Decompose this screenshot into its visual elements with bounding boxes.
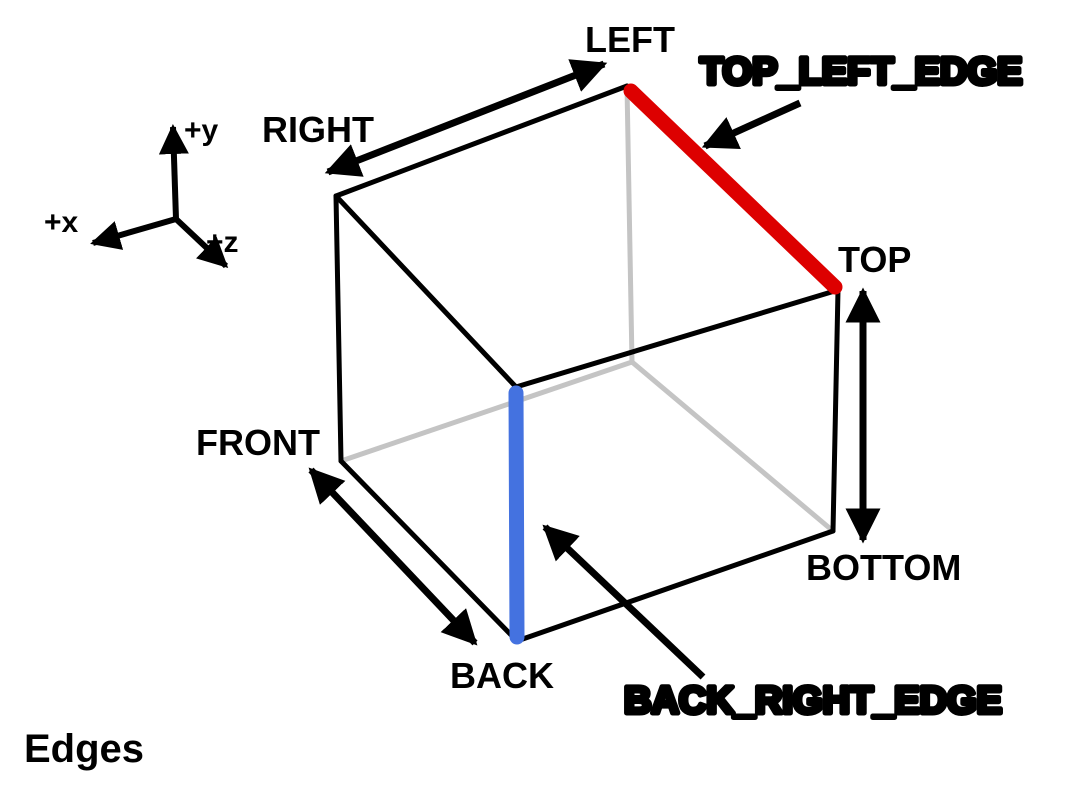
z-axis-arrow <box>173 216 229 269</box>
face-label-bottom: BOTTOM <box>806 547 961 588</box>
y-axis-arrow <box>158 124 189 220</box>
top-left-edge-pointer-arrow <box>701 99 802 150</box>
cube-edge-bottom-front-right <box>514 528 836 644</box>
hidden-edge-bottom-left <box>338 359 635 464</box>
cube-edge-right-vertical <box>830 287 841 534</box>
cube-edges <box>333 83 841 644</box>
back-right-edge-pointer-arrow <box>542 524 706 680</box>
face-label-right: RIGHT <box>262 109 374 150</box>
x-axis-arrow <box>90 216 177 250</box>
back-right-edge-highlight <box>508 385 525 645</box>
top-left-edge-label: TOP_LEFT_EDGE <box>700 51 1022 93</box>
back-right-edge-label: BACK_RIGHT_EDGE <box>624 680 1002 722</box>
top-left-edge-highlight <box>623 83 843 295</box>
x-axis-label: +x <box>44 206 79 239</box>
cube-edge-top-front-right <box>513 287 841 390</box>
face-label-top: TOP <box>838 239 911 280</box>
hidden-edge-back-vertical <box>624 83 635 365</box>
face-label-back: BACK <box>450 655 554 696</box>
face-labels: LEFT RIGHT TOP BOTTOM FRONT BACK <box>196 19 961 696</box>
cube-hidden-edges <box>338 83 836 534</box>
direction-arrows <box>308 59 881 680</box>
cube-edge-top-front-left <box>333 193 519 390</box>
cube-edge-left-vertical <box>333 193 344 464</box>
cube-edge-bottom-front-left <box>338 458 520 644</box>
highlighted-edges <box>508 83 843 645</box>
right-left-double-arrow <box>324 59 608 177</box>
cube-edge-top-rear-left <box>333 83 630 199</box>
y-axis-label: +y <box>184 114 219 147</box>
axis-triad: +y +x +z <box>44 114 239 269</box>
z-axis-label: +z <box>206 226 239 259</box>
hidden-edge-bottom-right <box>629 359 836 534</box>
edge-labels: TOP_LEFT_EDGE BACK_RIGHT_EDGE <box>622 49 1025 725</box>
diagram-title: Edges <box>24 727 144 771</box>
face-label-front: FRONT <box>196 422 320 463</box>
face-label-left: LEFT <box>585 19 675 60</box>
front-back-double-arrow <box>308 467 478 646</box>
